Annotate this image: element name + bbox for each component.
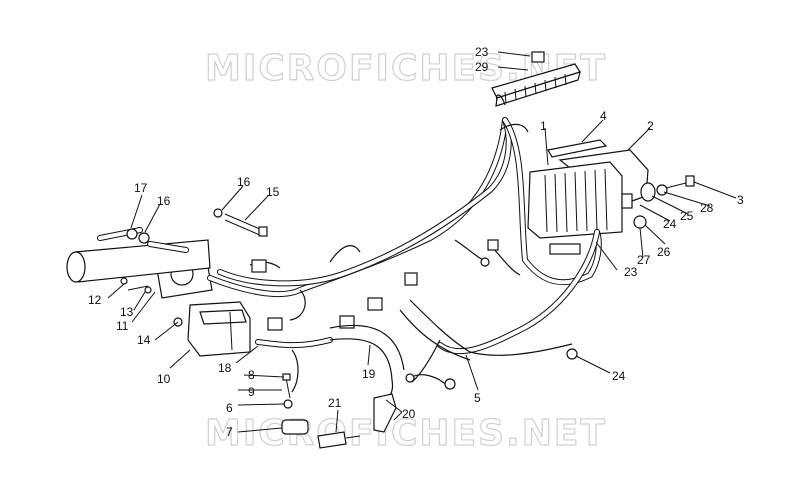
callout-8: 8 bbox=[248, 368, 255, 382]
callout-23-lower: 24 bbox=[612, 369, 626, 383]
callout-15: 15 bbox=[266, 185, 280, 199]
callout-20: 20 bbox=[402, 407, 416, 421]
callout-12: 12 bbox=[88, 293, 102, 307]
callout-18: 18 bbox=[218, 361, 232, 375]
bracket-4 bbox=[547, 139, 608, 158]
callout-1: 1 bbox=[540, 119, 547, 133]
callout-16-right: 16 bbox=[237, 175, 251, 189]
main-wiring-harness bbox=[207, 94, 602, 385]
callout-3: 3 bbox=[737, 193, 744, 207]
callout-10: 10 bbox=[157, 372, 171, 386]
fuse-box bbox=[491, 51, 581, 107]
callout-7: 7 bbox=[226, 425, 233, 439]
callout-5: 5 bbox=[474, 391, 481, 405]
callout-26: 26 bbox=[657, 245, 671, 259]
callouts: 23 29 1 4 2 3 28 25 24 26 27 23 24 5 20 … bbox=[88, 45, 744, 439]
callout-19: 19 bbox=[362, 367, 376, 381]
callout-29: 29 bbox=[475, 60, 489, 74]
ht-lead-and-spark-plug bbox=[255, 324, 578, 449]
callout-28: 28 bbox=[700, 201, 714, 215]
control-unit bbox=[527, 149, 649, 255]
bolts-top-left bbox=[97, 208, 268, 327]
callout-21: 21 bbox=[328, 396, 342, 410]
ignition-coil bbox=[187, 301, 251, 357]
callout-9: 9 bbox=[248, 385, 255, 399]
callout-22: 23 bbox=[475, 45, 489, 59]
callout-17: 17 bbox=[134, 181, 148, 195]
callout-25: 25 bbox=[680, 209, 694, 223]
callout-2: 2 bbox=[647, 119, 654, 133]
callout-11: 11 bbox=[116, 319, 129, 333]
callout-6: 6 bbox=[226, 401, 233, 415]
connectors bbox=[251, 239, 499, 390]
leader-lines bbox=[107, 51, 737, 433]
callout-24: 24 bbox=[663, 217, 677, 231]
callout-16-left: 16 bbox=[157, 194, 171, 208]
callout-23-upper: 23 bbox=[624, 265, 638, 279]
mounting-hardware-right bbox=[621, 175, 695, 229]
callout-13: 13 bbox=[120, 305, 134, 319]
callout-4: 4 bbox=[600, 109, 607, 123]
watermark-bottom: MICROFICHES.NET bbox=[205, 413, 607, 454]
callout-14: 14 bbox=[137, 333, 151, 347]
callout-27: 27 bbox=[637, 253, 651, 267]
